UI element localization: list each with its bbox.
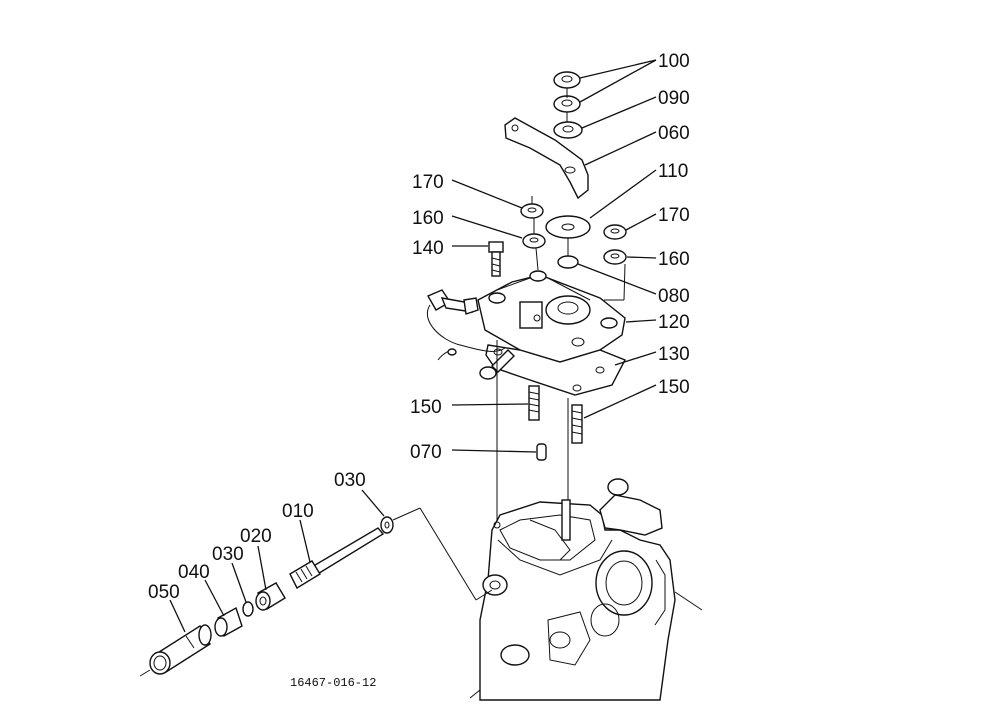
stud-150-left <box>528 385 540 421</box>
label-030-upper: 030 <box>334 470 366 491</box>
lower-bolt <box>447 348 515 380</box>
label-070: 070 <box>410 442 442 463</box>
label-110: 110 <box>658 161 688 182</box>
part-labels: 100 090 060 110 170 160 140 170 160 080 … <box>148 51 690 603</box>
nut-100-lower <box>553 95 581 113</box>
label-120: 120 <box>658 312 690 333</box>
assembly-lines <box>496 88 626 525</box>
label-080: 080 <box>658 286 690 307</box>
bolt-140 <box>488 241 504 277</box>
cap-040 <box>214 606 243 638</box>
washer-090 <box>553 121 583 139</box>
key-070 <box>536 443 547 461</box>
washer-160-right <box>603 249 627 265</box>
label-040: 040 <box>178 562 210 583</box>
lever-060 <box>504 117 589 200</box>
label-160-left: 160 <box>412 208 444 229</box>
pump-housing <box>469 478 703 701</box>
nut-170-left <box>520 203 544 219</box>
label-150-left: 150 <box>410 397 442 418</box>
label-020: 020 <box>240 526 272 547</box>
side-bolt <box>427 289 479 315</box>
label-160-right: 160 <box>658 249 690 270</box>
label-130: 130 <box>658 344 690 365</box>
washer-110 <box>545 215 591 239</box>
label-150-right: 150 <box>658 377 690 398</box>
label-010: 010 <box>282 501 314 522</box>
washer-030-upper <box>380 516 394 534</box>
cap-050 <box>149 624 212 675</box>
label-050: 050 <box>148 582 180 603</box>
label-100: 100 <box>658 51 690 72</box>
gasket-130 <box>485 344 626 396</box>
figure-code: 16467-016-12 <box>290 676 376 690</box>
washer-030-lower <box>242 601 254 617</box>
screw-010 <box>289 527 385 589</box>
o-ring-080 <box>557 255 579 269</box>
nut-100-upper <box>553 71 581 89</box>
washer-160-left <box>522 233 546 249</box>
label-140: 140 <box>412 238 444 259</box>
label-060: 060 <box>658 123 690 144</box>
stud-150-right <box>571 404 583 444</box>
label-170-left: 170 <box>412 172 444 193</box>
leader-lines <box>169 59 657 633</box>
nut-170-right <box>603 224 627 240</box>
cover-120 <box>477 270 626 363</box>
screw-assembly-line <box>139 507 493 677</box>
label-030-lower: 030 <box>212 544 244 565</box>
nut-020 <box>255 582 286 611</box>
label-090: 090 <box>658 88 690 109</box>
label-170-right: 170 <box>658 205 690 226</box>
